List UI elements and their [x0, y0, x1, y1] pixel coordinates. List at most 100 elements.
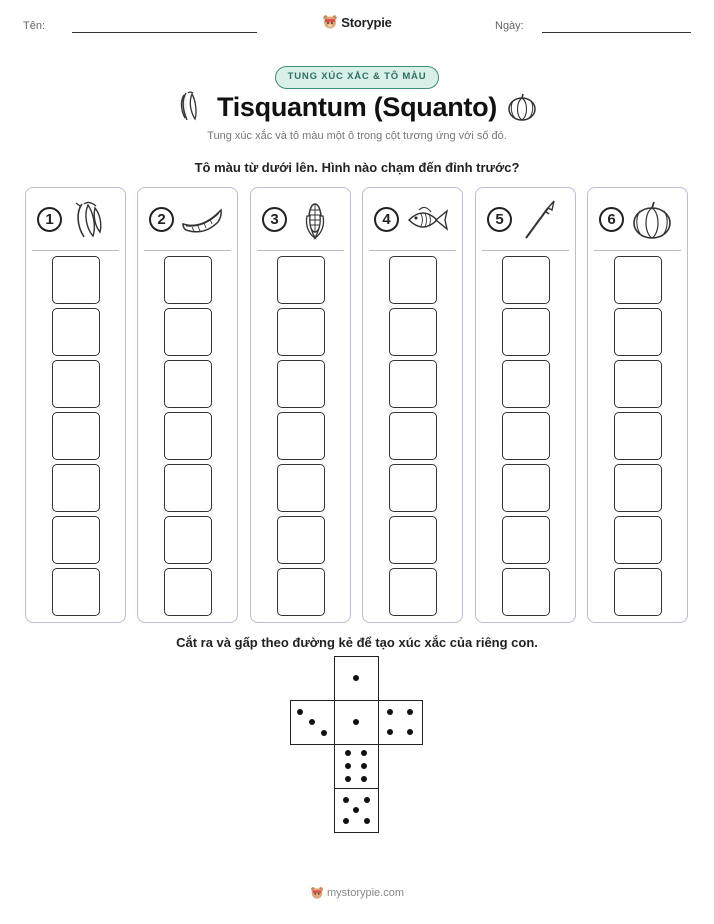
- fish-icon: [405, 200, 449, 240]
- coloring-cell[interactable]: [52, 256, 100, 304]
- die-pip: [353, 807, 359, 813]
- color-column-3: 3: [250, 187, 351, 623]
- footer-bear-icon: [311, 887, 323, 899]
- coloring-cell[interactable]: [614, 516, 662, 564]
- coloring-cell[interactable]: [164, 308, 212, 356]
- page-subtitle: Tung xúc xắc và tô màu một ô trong cột t…: [207, 130, 507, 142]
- activity-badge: TUNG XÚC XẮC & TÔ MÀU: [275, 66, 439, 89]
- die-pip: [297, 708, 304, 715]
- coloring-cell[interactable]: [164, 516, 212, 564]
- instruction-bottom: Cắt ra và gấp theo đường kẻ để tạo xúc x…: [176, 635, 538, 650]
- coloring-cell[interactable]: [52, 516, 100, 564]
- coloring-cell[interactable]: [389, 464, 437, 512]
- color-column-6: 6: [587, 187, 688, 623]
- die-pip: [361, 775, 368, 782]
- coloring-cell[interactable]: [52, 464, 100, 512]
- column-number: 4: [374, 207, 399, 232]
- column-header: 2: [138, 200, 237, 240]
- footer-url: mystorypie.com: [326, 887, 405, 899]
- coloring-cell[interactable]: [164, 568, 212, 616]
- coloring-cell[interactable]: [277, 464, 325, 512]
- die-pip: [309, 719, 315, 725]
- die-pip: [387, 728, 394, 735]
- coloring-cell[interactable]: [389, 256, 437, 304]
- storypie-bear-icon: [323, 15, 337, 29]
- die-pip: [406, 728, 413, 735]
- column-divider: [32, 250, 119, 251]
- die-face-1: [334, 656, 379, 701]
- coloring-cell[interactable]: [502, 516, 550, 564]
- die-pip: [344, 750, 351, 757]
- coloring-cell[interactable]: [277, 308, 325, 356]
- coloring-cell[interactable]: [614, 568, 662, 616]
- coloring-cell[interactable]: [614, 256, 662, 304]
- coloring-cell[interactable]: [389, 412, 437, 460]
- die-pip: [320, 729, 327, 736]
- die-face-4: [378, 700, 423, 745]
- coloring-cell[interactable]: [277, 516, 325, 564]
- coloring-cell[interactable]: [502, 464, 550, 512]
- column-header: 1: [26, 200, 125, 240]
- column-number: 2: [149, 207, 174, 232]
- canoe-icon: [180, 200, 224, 240]
- coloring-cell[interactable]: [614, 308, 662, 356]
- coloring-cell[interactable]: [164, 412, 212, 460]
- coloring-cell[interactable]: [502, 412, 550, 460]
- coloring-cell[interactable]: [164, 256, 212, 304]
- column-number: 5: [487, 207, 512, 232]
- color-column-2: 2: [137, 187, 238, 623]
- die-pip: [363, 796, 370, 803]
- die-face-5: [334, 788, 379, 833]
- coloring-cell[interactable]: [277, 412, 325, 460]
- coloring-cell[interactable]: [52, 360, 100, 408]
- corn-icon: [293, 200, 337, 240]
- coloring-cell[interactable]: [52, 412, 100, 460]
- coloring-cell[interactable]: [389, 568, 437, 616]
- name-line: [72, 32, 257, 33]
- color-column-4: 4: [362, 187, 463, 623]
- coloring-cell[interactable]: [502, 360, 550, 408]
- coloring-cell[interactable]: [277, 360, 325, 408]
- date-line: [542, 32, 691, 33]
- name-label: Tên:: [23, 20, 46, 32]
- bean-pods-icon: [68, 200, 112, 240]
- spear-icon: [518, 200, 562, 240]
- coloring-cell[interactable]: [389, 308, 437, 356]
- column-header: 3: [251, 200, 350, 240]
- coloring-cell[interactable]: [614, 464, 662, 512]
- coloring-cell[interactable]: [52, 568, 100, 616]
- die-pip: [353, 719, 359, 725]
- coloring-cell[interactable]: [52, 308, 100, 356]
- die-face-6: [334, 744, 379, 789]
- coloring-cell[interactable]: [164, 360, 212, 408]
- coloring-cell[interactable]: [614, 412, 662, 460]
- brand-logo: Storypie: [0, 14, 714, 35]
- brand-name: Storypie: [341, 14, 392, 30]
- coloring-cell[interactable]: [164, 464, 212, 512]
- die-pip: [363, 817, 370, 824]
- pumpkin-icon: [630, 200, 674, 240]
- bean-pods-title-icon: [180, 91, 197, 121]
- instruction-top: Tô màu từ dưới lên. Hình nào chạm đến đỉ…: [194, 160, 520, 175]
- die-pip: [342, 796, 349, 803]
- coloring-cell[interactable]: [502, 308, 550, 356]
- coloring-cell[interactable]: [389, 360, 437, 408]
- coloring-cell[interactable]: [277, 256, 325, 304]
- column-number: 6: [599, 207, 624, 232]
- die-pip: [344, 763, 351, 769]
- die-face-1: [334, 700, 379, 745]
- coloring-cell[interactable]: [277, 568, 325, 616]
- die-pip: [353, 675, 359, 681]
- die-pip: [406, 709, 413, 716]
- column-header: 4: [363, 200, 462, 240]
- color-column-5: 5: [475, 187, 576, 623]
- page-title: Tisquantum (Squanto): [217, 92, 497, 122]
- coloring-cell[interactable]: [502, 256, 550, 304]
- coloring-cell[interactable]: [502, 568, 550, 616]
- die-pip: [361, 763, 368, 769]
- die-pip: [344, 775, 351, 782]
- date-label: Ngày:: [495, 20, 524, 32]
- coloring-cell[interactable]: [614, 360, 662, 408]
- column-divider: [594, 250, 681, 251]
- coloring-cell[interactable]: [389, 516, 437, 564]
